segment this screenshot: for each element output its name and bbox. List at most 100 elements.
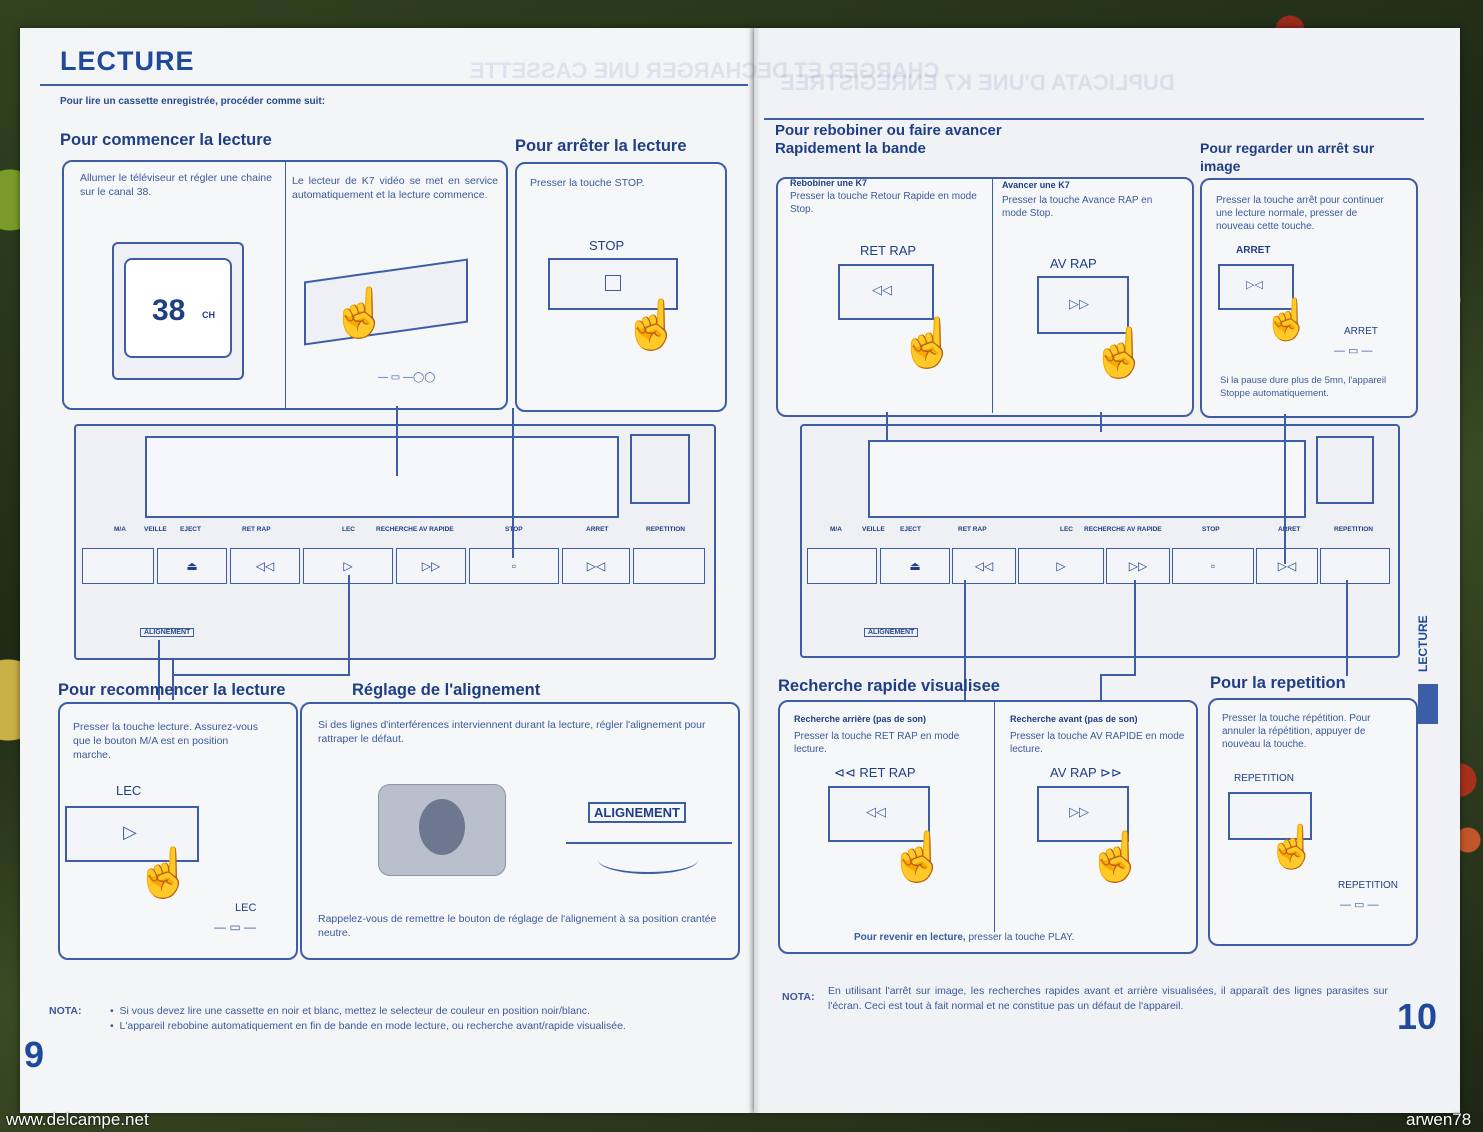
pause-icon: ▷◁	[1246, 279, 1263, 291]
panel-label: STOP	[1202, 526, 1220, 533]
ff-text: Presser la touche Avance RAP en mode Sto…	[1002, 195, 1153, 219]
rewind-small-icon: ⊲⊲	[834, 765, 856, 780]
ff-label: AV RAP	[1050, 256, 1097, 271]
start-text-1: Allumer le téléviseur et régler une chai…	[80, 172, 272, 198]
stop-icon	[605, 275, 621, 291]
title-rule	[764, 118, 1424, 120]
connector-line	[1284, 414, 1286, 564]
panel-key-play: ▷	[1018, 548, 1104, 584]
page-number-right: 10	[1397, 996, 1438, 1037]
panel-key-play: ▷	[303, 548, 393, 584]
fwd-key-illustration: ▷▷	[1037, 786, 1129, 842]
divider	[285, 162, 286, 408]
panel-label: EJECT	[900, 526, 921, 533]
repeat-key-illustration	[1228, 792, 1312, 840]
lec-label: LEC	[116, 783, 142, 798]
hand-icon: ☝	[330, 287, 390, 340]
page-number-left: 9	[24, 1034, 45, 1075]
panel-label: VEILLE	[862, 526, 885, 533]
align-knob-line	[566, 842, 732, 844]
hand-icon: ☝	[134, 847, 194, 900]
nota-label: NOTA:	[49, 1005, 82, 1017]
panel-key-eject: ⏏	[157, 548, 227, 584]
rewind-icon: ◁◁	[872, 282, 892, 297]
align-knob-arc	[598, 846, 698, 874]
fwd-label-row: AV RAP ⊳⊳	[1050, 765, 1122, 781]
return-bold: Pour revenir en lecture,	[854, 932, 966, 943]
fwd-label: AV RAP	[1050, 765, 1097, 780]
panel-key-rewind: ◁◁	[952, 548, 1016, 584]
side-tab-label: LECTURE	[1416, 615, 1430, 672]
back-text: Presser la touche RET RAP en mode lectur…	[794, 731, 960, 755]
hand-icon: ☝	[898, 317, 958, 370]
connector-line	[396, 406, 398, 476]
panel-key-ffwd: ▷▷	[396, 548, 466, 584]
panel-label: REPETITION	[1334, 526, 1374, 533]
panel-label: M/A	[830, 526, 842, 533]
repeat-indicator-label: REPETITION	[1338, 880, 1399, 891]
connector-line	[1100, 674, 1136, 676]
ffwd-small-icon: ⊳⊳	[1100, 765, 1122, 780]
connector-line	[348, 575, 350, 675]
vcr-display	[1316, 436, 1374, 504]
start-text-2: Le lecteur de K7 vidéo se met en service…	[292, 175, 498, 201]
side-tab-marker	[1418, 684, 1438, 724]
section-restart-heading: Pour recommencer la lecture	[58, 681, 286, 699]
tv-interference-image	[378, 784, 506, 876]
panel-label: LEC	[342, 526, 355, 533]
panel-label: REPETITION	[646, 526, 686, 533]
repeat-label: REPETITION	[1234, 773, 1295, 784]
fwd-text: Presser la touche AV RAPIDE en mode lect…	[1010, 731, 1185, 755]
hand-icon: ☝	[1262, 298, 1312, 342]
connector-line	[1346, 580, 1348, 676]
return-text: presser la touche PLAY.	[968, 932, 1075, 943]
connector-line	[172, 674, 350, 676]
connector-line	[158, 640, 160, 700]
panel-key-rewind: ◁◁	[230, 548, 300, 584]
nota-text: En utilisant l'arrêt sur image, les rech…	[828, 985, 1388, 1012]
stop-text: Presser la touche STOP.	[530, 177, 645, 189]
hand-icon: ☝	[888, 831, 948, 884]
panel-label: ARRET	[586, 526, 609, 533]
watermark-right: arwen78	[1406, 1110, 1472, 1129]
connector-line	[172, 660, 174, 700]
rew-key-illustration: ◁◁	[838, 264, 934, 320]
panel-label: M/A	[114, 526, 126, 533]
watermark-left: www.delcampe.net	[6, 1110, 149, 1129]
align-text: Si des lignes d'interférences intervienn…	[318, 719, 706, 745]
panel-key-pause: ▷◁	[562, 548, 630, 584]
hand-icon: ☝	[622, 299, 682, 352]
panel-label: EJECT	[180, 526, 201, 533]
divider	[994, 702, 995, 932]
nota-text-1: Si vous devez lire une cassette en noir …	[119, 1005, 590, 1017]
section-search-heading: Recherche rapide visualisee	[778, 677, 1000, 695]
nota-text-2: L'appareil rebobine automatiquement en f…	[119, 1020, 626, 1032]
back-key-illustration: ◁◁	[828, 786, 930, 842]
play-icon: ▷	[123, 822, 137, 842]
panel-key-power	[82, 548, 154, 584]
panel-key-power	[807, 548, 877, 584]
section-stop-heading: Pour arrêter la lecture	[515, 137, 687, 155]
align-box	[300, 702, 740, 960]
panel-align-label: ALIGNEMENT	[864, 628, 919, 637]
lec-key-illustration: ▷	[65, 806, 199, 862]
rew-label: RET RAP	[860, 243, 917, 258]
panel-key-stop: ▫	[1172, 548, 1254, 584]
tv-channel: 38	[152, 294, 186, 327]
panel-label: RECHERCHE AV RAPIDE	[376, 526, 454, 533]
still-key-illustration: ▷◁	[1218, 264, 1294, 310]
panel-label: RET RAP	[242, 526, 271, 533]
still-indicator-label: ARRET	[1344, 326, 1378, 337]
page-gutter	[748, 28, 760, 1113]
repeat-text: Presser la touche répétition. Pour annul…	[1222, 713, 1371, 750]
rew-title: Rebobiner une K7	[790, 178, 868, 188]
stop-key-illustration	[548, 258, 678, 310]
nota-item-2: • L'appareil rebobine automatiquement en…	[110, 1020, 626, 1032]
connector-line	[512, 408, 514, 558]
section-start-heading: Pour commencer la lecture	[60, 131, 272, 149]
page-title: LECTURE	[60, 46, 195, 76]
show-through-text: DUPLICATA D'UNE K7 ENREGISTREE	[780, 70, 1175, 95]
panel-key-pause: ▷◁	[1256, 548, 1318, 584]
ff-key-illustration: ▷▷	[1037, 276, 1129, 334]
still-text-2: Si la pause dure plus de 5mn, l'appareil…	[1220, 375, 1387, 399]
